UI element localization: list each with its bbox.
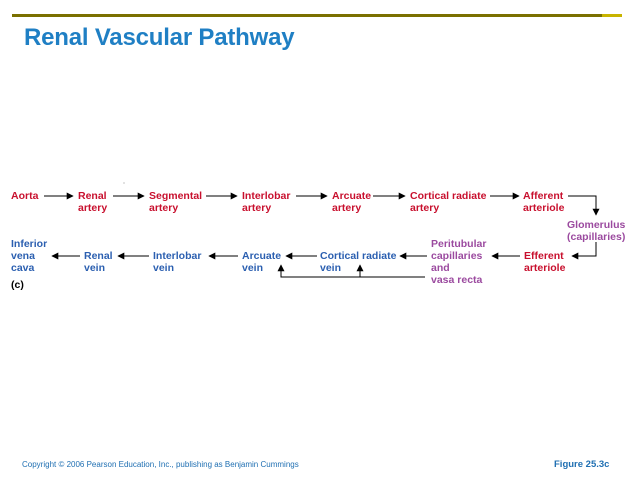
node-aorta-line: Aorta <box>11 190 39 202</box>
arrow-vasa-recta-arcuate-vein <box>277 264 425 278</box>
node-interlobar-vein-line: vein <box>153 262 175 274</box>
node-afferent-arteriole-line: Afferent <box>523 190 564 202</box>
node-segmental-artery: Segmental artery <box>149 190 202 214</box>
node-arcuate-artery: Arcuate artery <box>332 190 371 214</box>
node-peritubular-capillaries: Peritubular capillaries and vasa recta <box>431 238 486 286</box>
node-interlobar-artery-line: artery <box>242 202 272 214</box>
node-glomerulus-line: (capillaries) <box>567 231 626 243</box>
node-cortical-radiate-vein-line: vein <box>320 262 342 274</box>
node-arcuate-artery-line: artery <box>332 202 362 214</box>
node-arcuate-vein-line: vein <box>242 262 264 274</box>
node-segmental-artery-line: artery <box>149 202 179 214</box>
arrow-glomerulus-efferent <box>571 242 597 260</box>
node-inferior-vena-cava: Inferior vena cava <box>11 238 47 274</box>
node-afferent-arteriole-line: arteriole <box>523 202 565 214</box>
node-segmental-artery-line: Segmental <box>149 190 203 202</box>
node-cortical-radiate-artery: Cortical radiate artery <box>410 190 486 214</box>
node-arcuate-vein-line: Arcuate <box>242 250 282 262</box>
node-peritubular-line: and <box>431 262 450 274</box>
copyright-notice: Copyright © 2006 Pearson Education, Inc.… <box>22 460 299 469</box>
node-glomerulus: Glomerulus (capillaries) <box>567 219 625 243</box>
figure-label: Figure 25.3c <box>554 459 610 470</box>
node-interlobar-vein-line: Interlobar <box>153 250 202 262</box>
node-peritubular-line: capillaries <box>431 250 483 262</box>
node-cortical-radiate-vein-line: Cortical radiate <box>320 250 397 262</box>
node-renal-vein: Renal vein <box>84 250 113 274</box>
node-efferent-arteriole-line: arteriole <box>524 262 566 274</box>
node-interlobar-artery: Interlobar artery <box>242 190 290 214</box>
node-peritubular-line: Peritubular <box>431 238 487 250</box>
top-rule <box>12 14 622 17</box>
node-ivc-line: cava <box>11 262 35 274</box>
node-renal-artery-line: Renal <box>78 190 107 202</box>
node-glomerulus-line: Glomerulus <box>567 219 626 231</box>
node-renal-vein-line: Renal <box>84 250 113 262</box>
panel-label: (c) <box>11 279 24 291</box>
node-cortical-radiate-artery-line: Cortical radiate <box>410 190 487 202</box>
arrow-afferent-glomerulus <box>568 195 600 216</box>
node-afferent-arteriole: Afferent arteriole <box>523 190 564 214</box>
node-cortical-radiate-vein: Cortical radiate vein <box>320 250 396 274</box>
node-renal-vein-line: vein <box>84 262 106 274</box>
node-efferent-arteriole-line: Efferent <box>524 250 564 262</box>
node-arcuate-vein: Arcuate vein <box>242 250 281 274</box>
node-aorta: Aorta <box>11 190 38 202</box>
node-ivc-line: Inferior <box>11 238 48 250</box>
node-renal-artery-line: artery <box>78 202 108 214</box>
stray-mark <box>123 182 125 184</box>
node-arcuate-artery-line: Arcuate <box>332 190 372 202</box>
node-ivc-line: vena <box>11 250 35 262</box>
page-title: Renal Vascular Pathway <box>24 24 295 51</box>
node-interlobar-vein: Interlobar vein <box>153 250 201 274</box>
node-cortical-radiate-artery-line: artery <box>410 202 440 214</box>
node-peritubular-line: vasa recta <box>431 274 483 286</box>
node-renal-artery: Renal artery <box>78 190 107 214</box>
node-efferent-arteriole: Efferent arteriole <box>524 250 565 274</box>
top-rule-accent <box>602 14 622 17</box>
node-interlobar-artery-line: Interlobar <box>242 190 291 202</box>
